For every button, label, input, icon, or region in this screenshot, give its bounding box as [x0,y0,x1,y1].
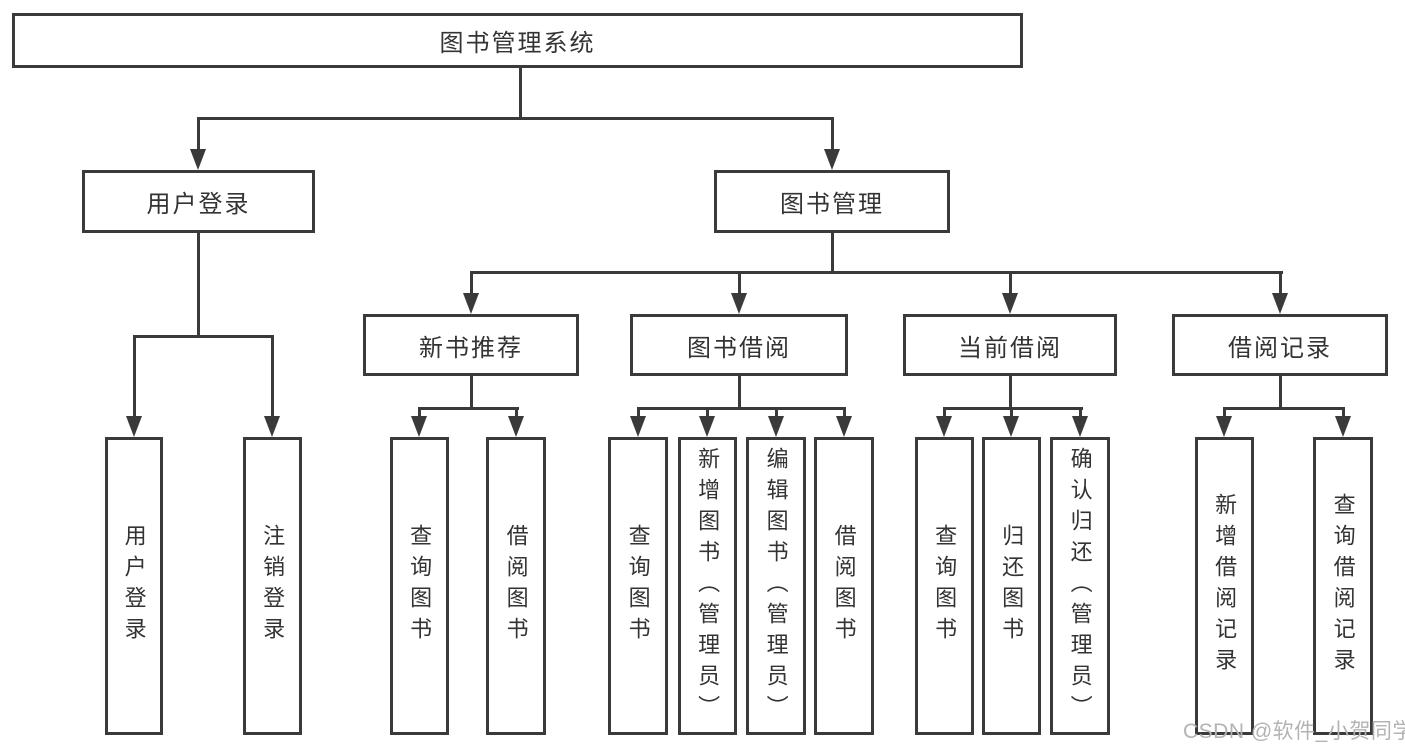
leaf-label: 新增借阅记录 [1212,493,1238,679]
connector-line [943,407,1083,410]
leaf-return-books: 归还图书 [982,437,1041,735]
connector-line [637,407,846,410]
leaf-label: 新增图书（管理员） [695,446,721,726]
connector-line [418,407,519,410]
leaf-label: 查询借阅记录 [1330,493,1356,679]
leaf-label: 编辑图书（管理员） [763,446,789,726]
arrowhead-down-icon [126,416,142,437]
arrowhead-down-icon [731,293,747,314]
arrowhead-down-icon [1002,293,1018,314]
node-label: 图书借阅 [687,334,791,362]
arrowhead-down-icon [1216,416,1232,437]
arrowhead-down-icon [768,416,784,437]
leaf-label: 确认归还（管理员） [1067,446,1093,726]
node-label: 借阅记录 [1228,334,1332,362]
connector-line [519,68,522,120]
connector-line [515,407,518,419]
arrowhead-down-icon [1335,416,1351,437]
connector-line [1223,407,1226,419]
leaf-edit-books-admin: 编辑图书（管理员） [746,437,806,735]
connector-line [637,407,640,419]
arrowhead-down-icon [1272,293,1288,314]
leaf-borrow-books: 借阅图书 [814,437,874,735]
connector-line [271,335,274,418]
leaf-confirm-return-admin: 确认归还（管理员） [1050,437,1110,735]
leaf-query-borrow-record: 查询借阅记录 [1313,437,1373,735]
node-book-management: 图书管理 [714,170,950,233]
connector-line [1079,407,1082,419]
connector-line [1223,407,1345,410]
leaf-borrow-books: 借阅图书 [486,437,546,735]
connector-line [706,407,709,419]
node-label: 新书推荐 [419,334,523,362]
node-label: 图书管理 [780,191,884,218]
leaf-label: 用户登录 [121,524,147,648]
leaf-label: 查询图书 [407,524,433,648]
arrowhead-down-icon [699,416,715,437]
connector-line [1279,376,1282,410]
connector-line [1009,271,1012,295]
arrowhead-down-icon [824,149,840,170]
connector-line [470,271,1283,274]
connector-line [470,271,473,295]
leaf-add-books-admin: 新增图书（管理员） [678,437,737,735]
arrowhead-down-icon [264,416,280,437]
leaf-label: 借阅图书 [831,524,857,648]
node-borrow-records: 借阅记录 [1172,314,1388,376]
leaf-label: 注销登录 [260,524,286,648]
node-label: 用户登录 [146,191,251,218]
leaf-label: 查询图书 [932,524,958,648]
leaf-query-books: 查询图书 [608,437,668,735]
connector-line [775,407,778,419]
arrowhead-down-icon [190,149,206,170]
connector-line [943,407,946,419]
connector-line [1009,376,1012,410]
csdn-watermark: CSDN @软件_小贺同学 [1183,720,1405,743]
leaf-logout-login: 注销登录 [243,437,302,735]
leaf-label: 归还图书 [999,524,1025,648]
node-current-borrowing: 当前借阅 [903,314,1117,376]
node-book-borrowing: 图书借阅 [630,314,848,376]
arrowhead-down-icon [936,416,952,437]
connector-line [831,233,834,274]
arrowhead-down-icon [1072,416,1088,437]
connector-line [831,117,834,151]
connector-line [470,376,473,410]
node-new-book-recommend: 新书推荐 [363,314,579,376]
connector-line [418,407,421,419]
connector-line [738,271,741,295]
leaf-query-books: 查询图书 [915,437,974,735]
leaf-label: 借阅图书 [503,524,529,648]
arrowhead-down-icon [508,416,524,437]
node-user-login: 用户登录 [82,170,315,233]
arrowhead-down-icon [463,293,479,314]
arrowhead-down-icon [1003,416,1019,437]
connector-line [197,117,200,151]
connector-line [843,407,846,419]
leaf-label: 查询图书 [625,524,651,648]
leaf-user-login: 用户登录 [105,437,163,735]
leaf-query-books: 查询图书 [390,437,449,735]
connector-line [1342,407,1345,419]
connector-line [738,376,741,410]
arrowhead-down-icon [630,416,646,437]
connector-line [197,233,200,338]
node-library-management-system: 图书管理系统 [12,13,1023,68]
connector-line [133,335,136,418]
connector-line [133,335,274,338]
node-label: 图书管理系统 [439,30,596,57]
leaf-add-borrow-record: 新增借阅记录 [1195,437,1254,735]
connector-line [1010,407,1013,419]
arrowhead-down-icon [836,416,852,437]
node-label: 当前借阅 [958,334,1062,362]
connector-line [1279,271,1282,295]
arrowhead-down-icon [411,416,427,437]
connector-line [197,117,834,120]
